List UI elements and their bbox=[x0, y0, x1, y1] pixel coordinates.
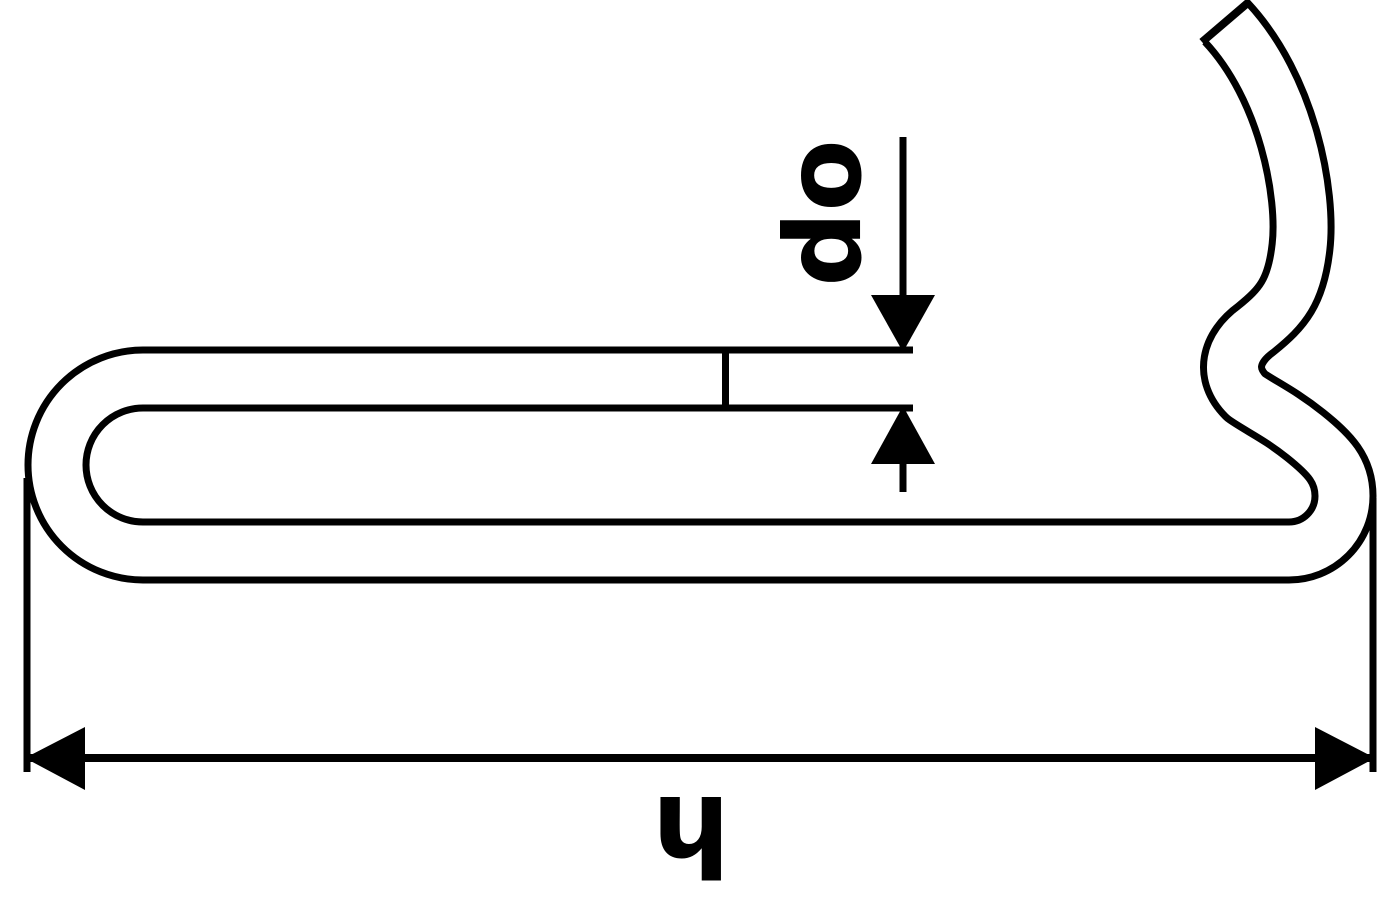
wire-diameter-label: do bbox=[763, 139, 885, 286]
clip-outline-outer bbox=[24, 0, 1377, 584]
length-arrowhead-left-icon bbox=[25, 727, 85, 790]
length-arrowhead-right-icon bbox=[1315, 727, 1375, 790]
dimension-overall-length: ɥ bbox=[23, 478, 1377, 883]
clip-body bbox=[24, 0, 1377, 584]
do-arrowhead-down-icon bbox=[871, 295, 935, 352]
clip-outline-inner bbox=[31, 4, 1370, 577]
overall-length-label: ɥ bbox=[652, 755, 730, 883]
dimension-wire-diameter: do bbox=[722, 137, 935, 492]
wire-end-cap-tail bbox=[1199, 0, 1253, 46]
do-arrowhead-up-icon bbox=[871, 406, 935, 464]
